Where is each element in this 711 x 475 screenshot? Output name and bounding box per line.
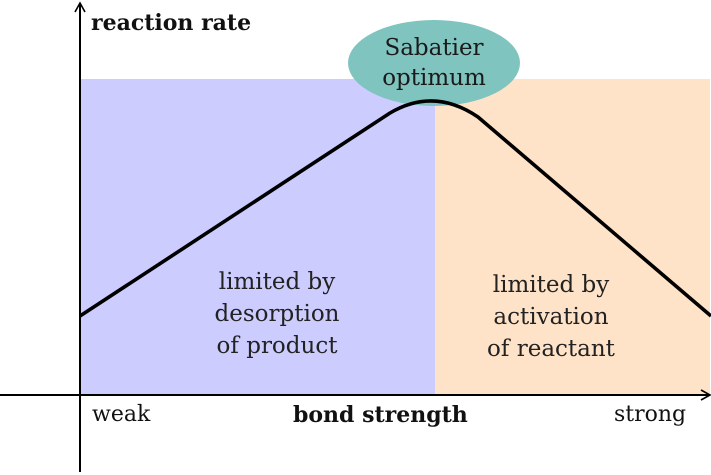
x-axis-max-label: strong	[614, 402, 687, 427]
optimum-line-2: optimum	[382, 65, 486, 91]
optimum-line-1: Sabatier	[384, 35, 484, 61]
sabatier-optimum-label: Sabatier optimum	[354, 33, 514, 93]
desorption-limit-line-1: limited by	[218, 269, 336, 295]
activation-limit-line-3: of reactant	[487, 336, 615, 362]
y-axis-label: reaction rate	[91, 10, 252, 36]
desorption-limit-line-2: desorption	[214, 301, 340, 327]
desorption-limit-label: limited by desorption of product	[167, 266, 387, 362]
volcano-curve	[79, 99, 711, 318]
x-axis-label: bond strength	[293, 402, 468, 428]
activation-limit-line-1: limited by	[492, 272, 610, 298]
activation-limit-label: limited by activation of reactant	[441, 269, 661, 365]
activation-limit-line-2: activation	[493, 304, 609, 330]
desorption-limited-region	[80, 79, 435, 395]
desorption-limit-line-3: of product	[216, 333, 338, 359]
x-axis-min-label: weak	[92, 402, 151, 427]
activation-limited-region	[435, 79, 710, 395]
sabatier-optimum-ellipse	[348, 20, 520, 106]
